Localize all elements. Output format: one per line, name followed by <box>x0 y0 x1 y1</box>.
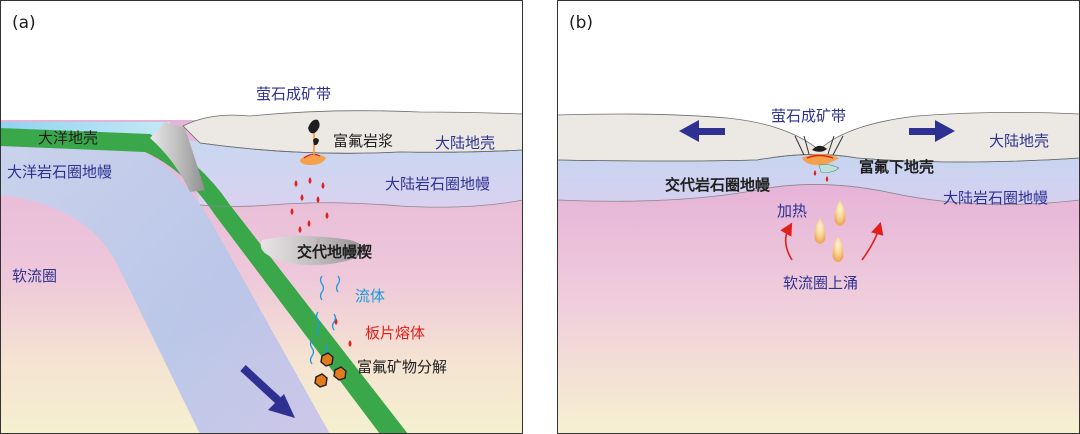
fault-lines <box>794 135 844 156</box>
asthenosphere-region <box>557 184 1080 434</box>
melt-droplets <box>290 177 352 347</box>
rising-melt-blobs <box>814 200 846 262</box>
extension-arrows <box>679 120 955 142</box>
upwelling-label: 软流圈上涌 <box>783 274 858 292</box>
continental-mantle-label: 大陆岩石圈地幔 <box>943 189 1048 207</box>
upwelling-arrow-left <box>780 222 793 261</box>
panel-b: (b) 萤石成矿带 大陆地壳 富氟下地壳 交代岩石圈地幔 大陆岩石圈地幔 加热 … <box>557 0 1080 434</box>
upwelling-arrow-right <box>861 221 884 261</box>
fluorine-mineral-icons <box>314 352 347 388</box>
orebody-icon <box>308 119 320 134</box>
metasomatized-mantle-label: 交代岩石圈地幔 <box>665 176 771 194</box>
orebody-icon <box>812 145 827 152</box>
panel-a-tag: (a) <box>12 13 36 33</box>
accretionary-wedge <box>150 122 205 192</box>
continental-crust-label: 大陆地壳 <box>435 134 495 152</box>
continental-crust-label: 大陆地壳 <box>989 132 1049 150</box>
continental-mantle-layer <box>557 154 1080 205</box>
fluorite-belt-label: 萤石成矿带 <box>256 85 331 103</box>
continental-mantle-layer <box>185 140 523 208</box>
metasomatized-wedge <box>260 236 363 266</box>
oceanic-mantle-layer <box>0 143 330 434</box>
lower-crust-label: 富氟下地壳 <box>859 158 934 176</box>
asthenosphere-label: 软流圈 <box>12 267 57 285</box>
mineral-decomposition-label: 富氟矿物分解 <box>357 358 447 376</box>
panel-a: (a) 大洋地壳 大洋岩石圈地幔 软流圈 萤石成矿带 富氟岩浆 大陆地壳 大陆岩… <box>0 0 523 434</box>
fluorite-belt-label: 萤石成矿带 <box>771 107 846 125</box>
oceanic-crust-label: 大洋地壳 <box>38 129 98 147</box>
oceanic-lithosphere-label: 大洋岩石圈地幔 <box>7 163 112 181</box>
slab-melt-label: 板片熔体 <box>365 324 425 342</box>
subduction-arrow <box>240 365 295 418</box>
panel-b-tag: (b) <box>569 13 593 33</box>
fluid-label: 流体 <box>355 287 385 305</box>
heating-label: 加热 <box>777 202 807 220</box>
metasomatized-wedge-label: 交代地幔楔 <box>297 243 372 261</box>
panel-b-diagram: (b) 萤石成矿带 大陆地壳 富氟下地壳 交代岩石圈地幔 大陆岩石圈地幔 加热 … <box>557 0 1080 434</box>
continental-mantle-label: 大陆岩石圈地幔 <box>385 175 490 193</box>
panel-a-diagram: (a) 大洋地壳 大洋岩石圈地幔 软流圈 萤石成矿带 富氟岩浆 大陆地壳 大陆岩… <box>0 0 523 434</box>
fluorine-magma-label: 富氟岩浆 <box>333 132 393 150</box>
